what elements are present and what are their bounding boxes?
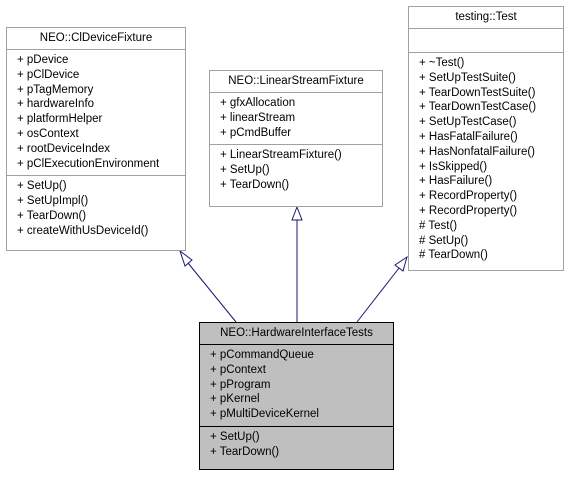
operation: # TearDown() bbox=[419, 249, 488, 262]
attribute: + gfxAllocation bbox=[220, 97, 296, 109]
attribute: + pTagMemory bbox=[17, 83, 94, 96]
operation: + SetUpTestCase() bbox=[419, 116, 517, 129]
operation: + TearDown() bbox=[210, 445, 280, 458]
operation: + IsSkipped() bbox=[419, 160, 488, 173]
operation: + ~Test() bbox=[419, 57, 465, 69]
operation: + LinearStreamFixture() bbox=[220, 149, 342, 162]
attribute: + pKernel bbox=[210, 393, 260, 406]
operation: + RecordProperty() bbox=[419, 204, 518, 217]
attribute: + pMultiDeviceKernel bbox=[210, 408, 319, 421]
attribute: + linearStream bbox=[220, 111, 296, 124]
attribute: + platformHelper bbox=[17, 113, 103, 126]
attribute: + pClDevice bbox=[17, 68, 80, 81]
operations-section: + SetUp() + SetUpImpl() + TearDown() + c… bbox=[7, 176, 185, 242]
attribute: + pProgram bbox=[210, 378, 271, 391]
attribute: + pCommandQueue bbox=[210, 349, 314, 361]
operations-section: + LinearStreamFixture() + SetUp() + Tear… bbox=[210, 145, 382, 196]
operation: + SetUp() bbox=[17, 180, 67, 193]
operation: + SetUp() bbox=[220, 164, 270, 177]
operation: + SetUpTestSuite() bbox=[419, 71, 516, 84]
attributes-section: + pCommandQueue + pContext + pProgram + … bbox=[200, 345, 393, 427]
attribute: + osContext bbox=[17, 127, 79, 140]
operation: # Test() bbox=[419, 219, 458, 232]
attribute: + pClExecutionEnvironment bbox=[17, 157, 160, 170]
edge-hardware-to-testingtest bbox=[356, 267, 400, 323]
attribute: + pDevice bbox=[17, 54, 69, 66]
attributes-section: + gfxAllocation + linearStream + pCmdBuf… bbox=[210, 93, 382, 146]
operation: + HasNonfatalFailure() bbox=[419, 145, 536, 158]
operation: # SetUp() bbox=[419, 234, 469, 247]
operation: + HasFatalFailure() bbox=[419, 130, 518, 143]
operation: + createWithUsDeviceId() bbox=[17, 224, 149, 237]
arrowhead-testingtest bbox=[394, 255, 408, 272]
operation: + RecordProperty() bbox=[419, 190, 518, 203]
class-title: NEO::LinearStreamFixture bbox=[210, 71, 382, 93]
arrowhead-linearstreamfixture bbox=[291, 205, 303, 221]
class-title: testing::Test bbox=[409, 7, 563, 29]
attributes-section bbox=[409, 29, 563, 53]
class-hardware-interface-tests[interactable]: NEO::HardwareInterfaceTests + pCommandQu… bbox=[199, 322, 394, 470]
class-title: NEO::ClDeviceFixture bbox=[7, 28, 185, 50]
class-title: NEO::HardwareInterfaceTests bbox=[200, 323, 393, 345]
operation: + SetUpImpl() bbox=[17, 195, 89, 208]
operation: + SetUp() bbox=[210, 430, 260, 443]
attribute: + rootDeviceIndex bbox=[17, 142, 111, 155]
arrowhead-cldevicefixture bbox=[179, 249, 193, 267]
operation: + TearDownTestSuite() bbox=[419, 86, 536, 99]
operations-section: + SetUp() + TearDown() bbox=[200, 427, 393, 464]
class-linear-stream-fixture[interactable]: NEO::LinearStreamFixture + gfxAllocation… bbox=[209, 70, 383, 207]
class-testing-test[interactable]: testing::Test + ~Test() + SetUpTestSuite… bbox=[408, 6, 564, 271]
edge-hardware-to-cldevicefixture bbox=[187, 262, 237, 323]
class-cl-device-fixture[interactable]: NEO::ClDeviceFixture + pDevice + pClDevi… bbox=[6, 27, 186, 251]
attribute: + pContext bbox=[210, 363, 266, 376]
attribute: + pCmdBuffer bbox=[220, 126, 292, 139]
operation: + TearDown() bbox=[220, 178, 290, 191]
attributes-section: + pDevice + pClDevice + pTagMemory + har… bbox=[7, 50, 185, 177]
operations-section: + ~Test() + SetUpTestSuite() + TearDownT… bbox=[409, 53, 563, 267]
operation: + HasFailure() bbox=[419, 175, 493, 188]
attribute: + hardwareInfo bbox=[17, 98, 95, 111]
operation: + TearDown() bbox=[17, 209, 87, 222]
operation: + TearDownTestCase() bbox=[419, 101, 537, 114]
